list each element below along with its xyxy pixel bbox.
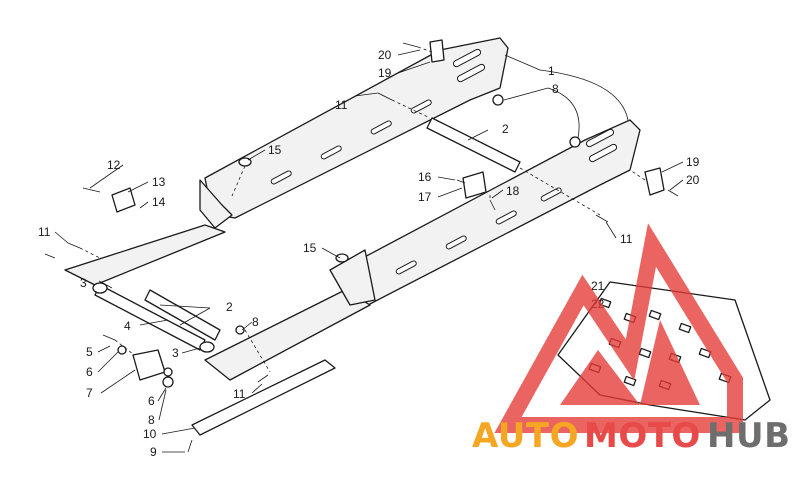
front-cross-shafts [94,284,221,351]
callout-10: 10 [143,427,157,441]
watermark-logo [494,223,743,433]
callout-15-top: 15 [268,143,282,157]
brand-auto: AUTO [472,416,579,456]
callout-1: 1 [548,64,555,78]
washer-15-bottom [335,253,349,263]
callout-leaders [54,49,684,453]
far-rail [204,37,509,219]
callout-3-right: 3 [172,346,179,360]
watermark-triangle-outer [494,223,743,433]
callout-15-bottom: 15 [303,241,317,255]
assembly-lines [79,46,646,373]
nut-8-top [492,94,504,106]
callout-8-front: 8 [252,315,259,329]
callout-16: 16 [418,170,432,184]
rear-cross-shaft [426,117,521,173]
far-rail-front-bracket [199,179,233,229]
block-left [111,187,136,213]
callout-11-lower: 11 [233,387,246,401]
near-rail-bracket [329,249,376,306]
callout-12: 12 [107,158,121,172]
callout-7: 7 [86,386,93,400]
far-rail-front-extension [64,224,226,286]
watermark-brand: AUTO MOTO HUB [472,416,790,456]
callout-5: 5 [86,345,93,359]
brand-hub: HUB [707,416,790,456]
nut-8-front [235,325,245,335]
washer-6b [163,367,173,377]
stop-block-top [429,39,445,63]
callout-13: 13 [152,175,166,189]
callout-labels: 1 2 2 3 3 4 5 6 6 7 8 8 8 9 10 11 11 11 … [38,48,700,459]
callout-6-lower: 6 [148,394,155,408]
nut-8-right [569,136,581,148]
spacer-left [92,282,108,294]
bolts [44,42,679,453]
callout-8-top: 8 [552,82,559,96]
brand-moto: MOTO [584,416,701,456]
watermark-triangle-inner-right [640,320,700,405]
callout-11-left: 11 [38,225,51,239]
callout-9: 9 [150,445,157,459]
wear-block [132,349,166,381]
callout-3-left: 3 [80,276,87,290]
callout-18: 18 [506,184,520,198]
slide-runner [191,359,336,436]
callout-19-top: 19 [378,66,392,80]
callout-21: 21 [591,279,605,293]
spacer-right [199,341,215,353]
near-rail-front-extension [204,289,371,381]
callout-11-right: 11 [620,232,633,246]
callout-8-lower: 8 [148,413,155,427]
watermark-triangle-inner [560,350,640,405]
callout-2-front: 2 [226,300,233,314]
stop-block-right [644,167,665,196]
callout-20-right: 20 [686,173,700,187]
near-rail [339,119,641,306]
callout-11-top: 11 [335,98,348,112]
callout-20-top: 20 [378,48,392,62]
callout-4: 4 [124,319,131,333]
callout-17: 17 [418,190,432,204]
callout-6-left: 6 [86,365,93,379]
callout-14: 14 [152,195,166,209]
washer-6 [117,345,127,355]
callout-2-rear: 2 [502,122,509,136]
nut-8-lower [162,376,174,388]
callout-19-right: 19 [686,155,700,169]
block-center [462,171,487,199]
